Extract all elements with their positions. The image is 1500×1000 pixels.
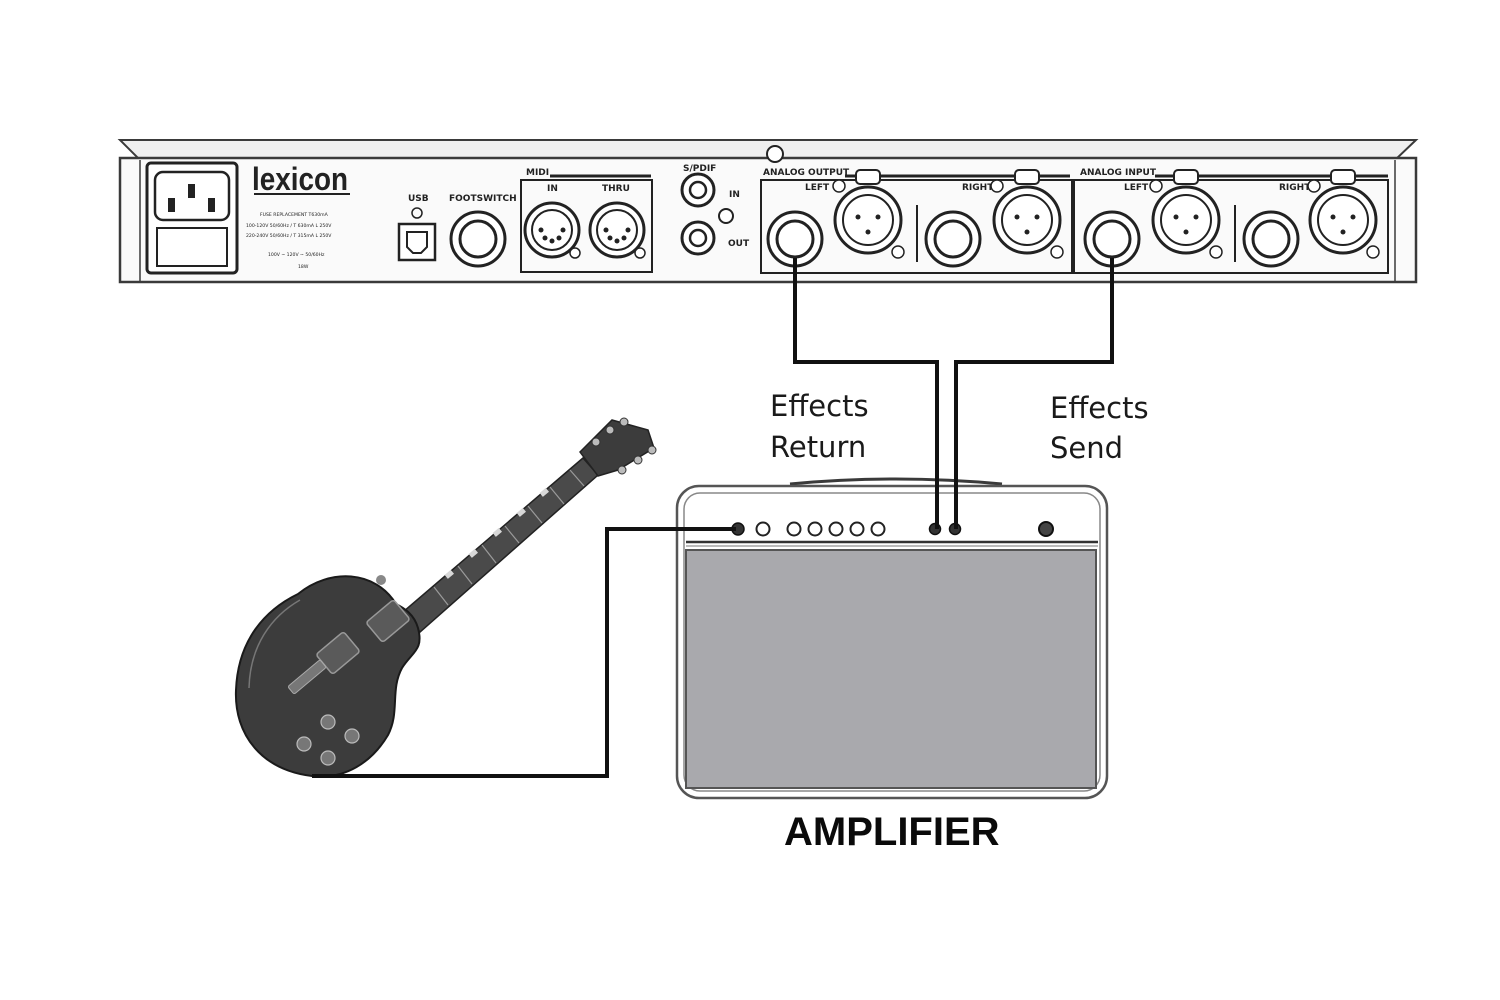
output-right-label: RIGHT [962, 183, 994, 193]
footswitch-label: FOOTSWITCH [449, 194, 517, 204]
spdif-in-jack [680, 172, 716, 208]
input-left-jack [1083, 210, 1141, 268]
midi-in-label: IN [547, 184, 558, 194]
midi-thru-label: THRU [602, 184, 630, 194]
amp-knob [849, 521, 865, 537]
usb-port [397, 207, 437, 262]
spdif-label: S/PDIF [683, 164, 716, 174]
spdif-out-label: OUT [728, 239, 750, 249]
power-info-line: 100V ~ 120V ~ 50/60Hz [268, 252, 325, 258]
output-left-xlr [832, 169, 905, 259]
amp-power-light [1038, 521, 1054, 537]
amplifier [675, 477, 1109, 800]
input-right-jack [1242, 210, 1300, 268]
power-inlet [145, 161, 239, 275]
output-right-jack [924, 210, 982, 268]
power-info-line: FUSE REPLACEMENT T630mA [260, 212, 329, 218]
analog-input-section: ANALOG INPUT LEFT RIGHT [1073, 168, 1389, 274]
midi-section: MIDI IN THRU [520, 168, 653, 273]
guitar-cable [312, 527, 736, 778]
power-info-line: 18W [298, 264, 309, 270]
input-left-label: LEFT [1124, 183, 1149, 193]
power-info: FUSE REPLACEMENT T630mA 100-120V 50/60Hz… [246, 212, 332, 270]
ground-screw [766, 145, 784, 163]
midi-label: MIDI [526, 168, 549, 178]
analog-output-label: ANALOG OUTPUT [763, 168, 850, 178]
amplifier-grille [685, 549, 1097, 789]
electric-guitar-icon [234, 417, 657, 778]
input-right-xlr [1307, 169, 1380, 259]
spdif-out-jack [680, 220, 716, 256]
input-left-xlr [1149, 169, 1223, 259]
amp-knob [870, 521, 886, 537]
usb-label: USB [408, 194, 429, 204]
amp-knob [755, 521, 771, 537]
effects-send-cable [954, 258, 1114, 529]
effects-return-cable [793, 258, 939, 529]
analog-output-section: ANALOG OUTPUT LEFT RIGHT [760, 168, 1073, 274]
spdif-section: S/PDIF IN OUT [680, 164, 750, 256]
output-left-jack [766, 210, 824, 268]
effects-send-label-line1: Effects [1050, 391, 1149, 425]
amp-knob [807, 521, 823, 537]
analog-input-label: ANALOG INPUT [1080, 168, 1157, 178]
brand-logo: lexicon [252, 161, 348, 197]
amp-knob [786, 521, 802, 537]
cables [312, 258, 1114, 778]
midi-thru-port [588, 201, 646, 259]
effects-send-label-line2: Send [1050, 431, 1123, 465]
effects-return-label-line1: Effects [770, 389, 869, 423]
output-left-label: LEFT [805, 183, 830, 193]
spdif-in-label: IN [729, 190, 740, 200]
amplifier-label: AMPLIFIER [784, 810, 1000, 854]
rack-unit-rear-panel: lexicon FUSE REPLACEMENT T630mA 100-120V… [117, 139, 1419, 284]
power-info-line: 100-120V 50/60Hz / T 630mA L 250V [246, 223, 332, 229]
power-info-line: 220-240V 50/60Hz / T 315mA L 250V [246, 233, 332, 239]
midi-in-port [523, 201, 581, 259]
amp-knob [828, 521, 844, 537]
footswitch-jack [449, 210, 507, 268]
output-right-xlr [990, 169, 1064, 259]
input-right-label: RIGHT [1279, 183, 1311, 193]
effects-return-label-line2: Return [770, 430, 866, 464]
